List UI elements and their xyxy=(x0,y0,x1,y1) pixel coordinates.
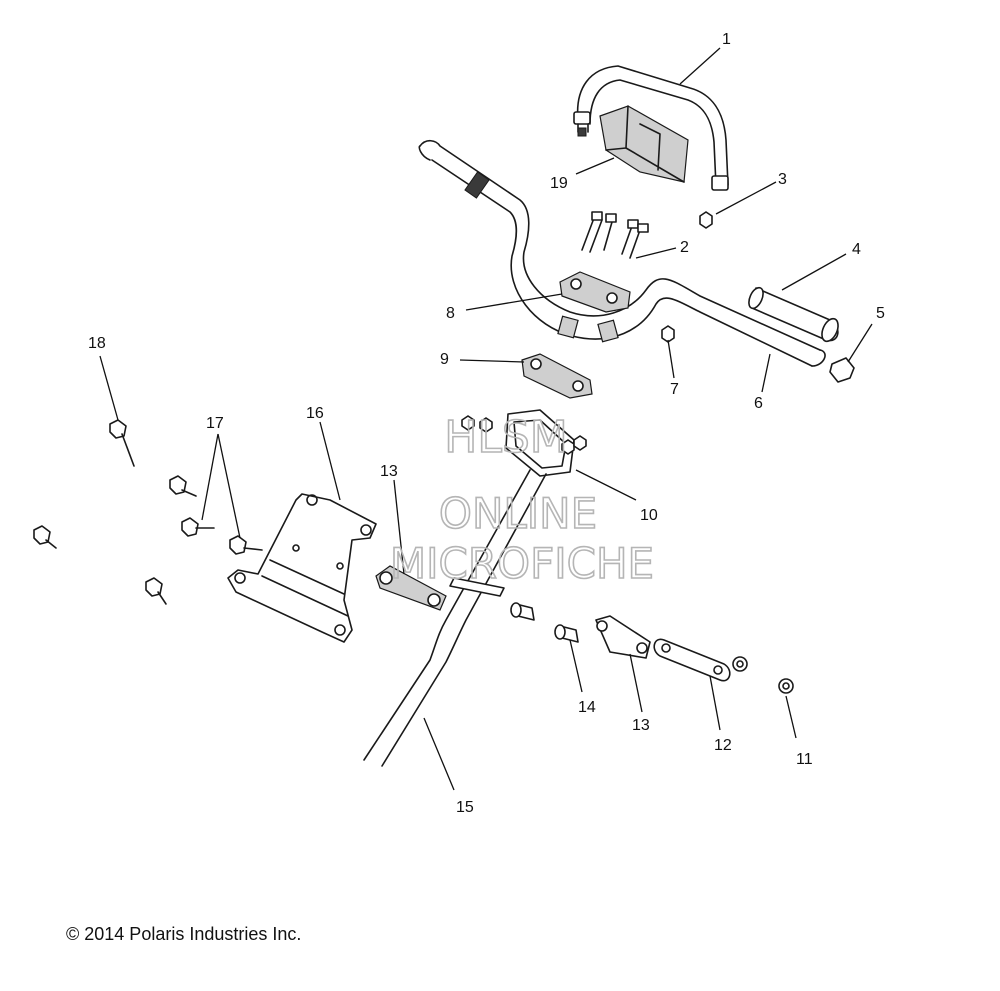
callout-15: 15 xyxy=(456,799,474,816)
part-10-steering-top xyxy=(461,409,587,477)
watermark-line-1: HLSM xyxy=(444,412,568,463)
part-3-nut xyxy=(699,211,713,229)
callout-1: 1 xyxy=(722,31,731,48)
callout-7: 7 xyxy=(670,381,679,398)
callout-14: 14 xyxy=(578,699,596,716)
callout-10: 10 xyxy=(640,507,658,524)
watermark: HLSM ONLINE MICROFICHE xyxy=(389,411,655,589)
callout-6: 6 xyxy=(754,395,763,412)
leader-lines xyxy=(99,47,873,791)
bolt-left xyxy=(33,525,57,549)
part-13-bushing-left xyxy=(375,565,447,611)
part-17-18-bolts xyxy=(33,419,263,605)
part-7-nut xyxy=(661,325,675,343)
callout-11: 11 xyxy=(796,751,813,768)
part-12-bracket-plate xyxy=(653,638,731,682)
watermark-line-3: MICROFICHE xyxy=(390,539,654,588)
callout-16: 16 xyxy=(306,405,324,422)
part-15-steering-post xyxy=(363,469,547,767)
callout-12: 12 xyxy=(714,737,732,754)
callout-13-right: 13 xyxy=(632,717,650,734)
part-14-bushings xyxy=(510,602,579,643)
part-9-lower-clamp xyxy=(521,353,593,399)
part-19-pad-block xyxy=(599,105,689,183)
bolt-bottom xyxy=(145,577,167,605)
callout-labels: 1 2 3 4 5 6 7 8 9 10 11 12 13 13 14 15 1… xyxy=(88,31,885,816)
part-11-nuts xyxy=(732,656,794,694)
part-2-bolts xyxy=(581,211,649,259)
bolt-17b xyxy=(181,517,215,537)
callout-13-left: 13 xyxy=(380,463,398,480)
part-6-handlebar xyxy=(418,139,826,367)
part-16-mount-bracket xyxy=(227,493,377,643)
bolt-17c xyxy=(229,535,263,555)
callout-4: 4 xyxy=(852,241,861,258)
part-8-upper-clamp xyxy=(559,271,631,313)
copyright-notice: © 2014 Polaris Industries Inc. xyxy=(66,924,302,944)
part-4-grip xyxy=(748,286,839,343)
part-13-bushing-right xyxy=(595,615,651,659)
callout-5: 5 xyxy=(876,305,885,322)
callout-9: 9 xyxy=(440,351,449,368)
bolt-17a xyxy=(169,475,197,497)
callout-2: 2 xyxy=(680,239,689,256)
callout-18: 18 xyxy=(88,335,106,352)
callout-3: 3 xyxy=(778,171,787,188)
callout-17: 17 xyxy=(206,415,224,432)
callout-19: 19 xyxy=(550,175,568,192)
part-1-bar-pad xyxy=(573,65,729,191)
callout-8: 8 xyxy=(446,305,455,322)
bolt-18 xyxy=(109,419,135,467)
part-5-end-cap xyxy=(829,357,855,383)
watermark-line-2: ONLINE xyxy=(439,489,597,538)
